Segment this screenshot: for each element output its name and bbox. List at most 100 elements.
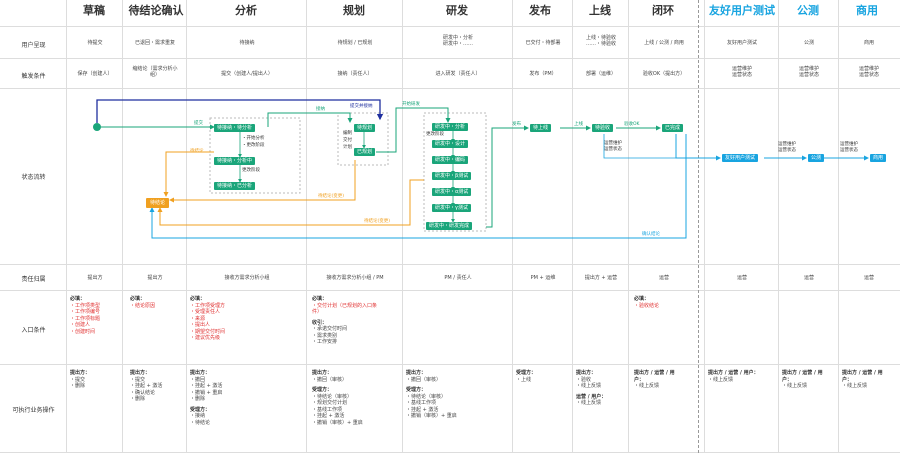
- entry-draft-item: ・工作项编号: [70, 309, 101, 315]
- flow-label-to-conclusion: 待结论: [190, 149, 204, 154]
- ops-planning-item2: ・规划交付计划: [312, 400, 348, 406]
- flow-note-ops-state-1: 运营状态: [604, 147, 622, 152]
- state-planning-2: 已规划: [354, 148, 376, 156]
- ops-analysis-item: ・撤销 + 重启: [190, 389, 223, 396]
- header-public-test: 公测: [797, 4, 819, 17]
- grid-line: [628, 0, 629, 453]
- header-closed: 闭环: [652, 4, 674, 17]
- state-dev-done: 研发中・研发完成: [426, 222, 473, 230]
- entry-analysis-item: ・工作项受理方: [190, 302, 226, 309]
- ops-release-item: ・上线: [516, 376, 532, 383]
- flow-label-conclusion-change-1: 待结论(变更): [318, 194, 345, 199]
- analysis-note-change-stage: 更改阶段: [242, 168, 260, 173]
- state-analysis-1: 待接纳・待分析: [214, 124, 256, 132]
- entry-draft: 必填： ・工作项类型 ・工作项编号 ・工作项标题 ・创建人 ・创建时间: [70, 296, 122, 335]
- grid-line: [0, 88, 900, 89]
- ops-friendly-title: 提出方 / 运营 / 用户：: [708, 370, 759, 376]
- state-analysis-3: 待接纳・已分析: [214, 182, 256, 190]
- trigger-commercial-1: 运营维护: [858, 66, 879, 72]
- trigger-release: 发布（PM）: [529, 71, 557, 77]
- entry-closed: 必填： ・验收结论: [634, 296, 696, 309]
- ops-online-title: 提出方：: [576, 370, 597, 376]
- display-friendly: 友好用户测试: [726, 40, 757, 46]
- ops-closed-title-b: 户：: [634, 376, 645, 383]
- owner-analysis: 接收方需求分析小组: [224, 275, 270, 281]
- display-draft: 待提交: [87, 40, 103, 46]
- ops-planning-title: 提出方：: [312, 370, 333, 376]
- state-closed: 已完成: [662, 124, 684, 132]
- entry-planning-sub-item: ・承诺交付时间: [312, 326, 348, 332]
- owner-commercial: 运营: [863, 275, 874, 281]
- display-pending: 已退回・需求重复: [134, 40, 175, 46]
- entry-planning-sub-item: ・需求类别: [312, 332, 338, 339]
- trigger-friendly-1: 运营维护: [731, 66, 752, 72]
- flow-label-submit: 提交: [194, 121, 203, 126]
- owner-pending: 提出方: [147, 275, 163, 281]
- ops-planning-title2: 受理方：: [312, 387, 333, 393]
- row-label-flow: 状态流转: [21, 174, 46, 181]
- planning-note-2: 交付: [343, 138, 352, 143]
- ops-analysis-item2: ・接纳: [190, 413, 206, 419]
- owner-public: 运营: [803, 275, 814, 281]
- ops-release: 受理方： ・上线: [516, 370, 570, 383]
- flow-label-accept-ok: 验收OK: [624, 122, 640, 127]
- ops-closed: 提出方 / 运营 / 用 户： ・线上反馈: [634, 370, 696, 390]
- grid-line: [0, 264, 900, 265]
- ops-dev-item2: ・待结论（审核）: [406, 393, 447, 400]
- header-dev: 研发: [446, 4, 468, 17]
- trigger-public-2: 运营状态: [798, 72, 819, 78]
- ops-online-title2: 运营 / 用户：: [576, 393, 607, 400]
- entry-planning-sub-item: ・工作安排: [312, 339, 338, 345]
- trigger-pending-2: 组）: [149, 72, 160, 78]
- entry-draft-title: 必填：: [70, 296, 86, 302]
- grid-line: [512, 0, 513, 453]
- ops-online-item2: ・线上反馈: [576, 400, 602, 406]
- ops-public-title: 提出方 / 运营 / 用: [782, 370, 823, 376]
- flow-note-ops-state-2: 运营状态: [778, 148, 796, 153]
- ops-dev-item2: ・挂起 + 激活: [406, 406, 439, 413]
- header-draft: 草稿: [83, 4, 105, 17]
- entry-draft-item: ・工作项类型: [70, 302, 101, 309]
- display-dev-2: 研发中・……: [442, 41, 473, 47]
- ops-planning-item2: ・撤销（审核）+ 重启: [312, 419, 363, 426]
- trigger-commercial-2: 运营状态: [858, 72, 879, 78]
- row-label-entry: 入口条件: [21, 327, 46, 334]
- ops-dev-title: 提出方：: [406, 370, 427, 376]
- grid-line: [704, 0, 705, 453]
- ops-pending-item: ・删除: [130, 396, 146, 402]
- state-dev-4: 研发中・β测试: [432, 172, 472, 180]
- ops-commercial-title-b: 户：: [842, 376, 853, 383]
- dev-note-change-stage: 更改阶段: [426, 132, 444, 137]
- flow-label-confirm-conclusion: 确认结论: [642, 232, 660, 237]
- state-public-test: 公测: [808, 154, 825, 162]
- entry-planning-item: ・交付计划（已规划的入口条: [312, 302, 378, 309]
- ops-planning-item: ・撤回（审核）: [312, 376, 348, 383]
- analysis-note-start: ・开始分析: [242, 136, 265, 141]
- owner-online: 提出方 + 运营: [584, 275, 618, 281]
- entry-analysis-item: ・提出人: [190, 322, 211, 328]
- display-closed: 上线 / 公测 / 商用: [644, 40, 684, 46]
- ops-planning-item2: ・基线工作项: [312, 406, 343, 413]
- ops-analysis-item: ・删除: [190, 396, 206, 402]
- entry-planning-sub-title: 收引：: [312, 319, 328, 326]
- state-dev-2: 研发中・设计: [432, 140, 469, 148]
- ops-pending-item: ・挂起 + 激活: [130, 383, 163, 389]
- header-planning: 规划: [343, 4, 365, 17]
- grid-line: [0, 58, 900, 59]
- ops-planning-item2: ・待结论（审核）: [312, 393, 353, 400]
- entry-draft-item: ・创建时间: [70, 328, 96, 335]
- display-online-2: ……・待验收: [585, 41, 616, 47]
- entry-analysis-item: ・期望交付时间: [190, 328, 226, 335]
- entry-planning: 必填： ・交付计划（已规划的入口条 件） 收引： ・承诺交付时间 ・需求类别 ・…: [312, 296, 400, 346]
- grid-line: [402, 0, 403, 453]
- grid-line: [122, 0, 123, 453]
- trigger-online: 部署（运维）: [585, 71, 616, 77]
- trigger-public-1: 运营维护: [798, 66, 819, 72]
- ops-analysis-item: ・撤回: [190, 376, 206, 383]
- grid-line: [306, 0, 307, 453]
- ops-dev-item2: ・撤销（审核）+ 重启: [406, 413, 457, 419]
- state-friendly-test: 友好用户测试: [722, 154, 759, 162]
- state-online: 待验收: [592, 124, 614, 132]
- grid-line: [0, 26, 900, 27]
- entry-analysis-title: 必填：: [190, 296, 206, 302]
